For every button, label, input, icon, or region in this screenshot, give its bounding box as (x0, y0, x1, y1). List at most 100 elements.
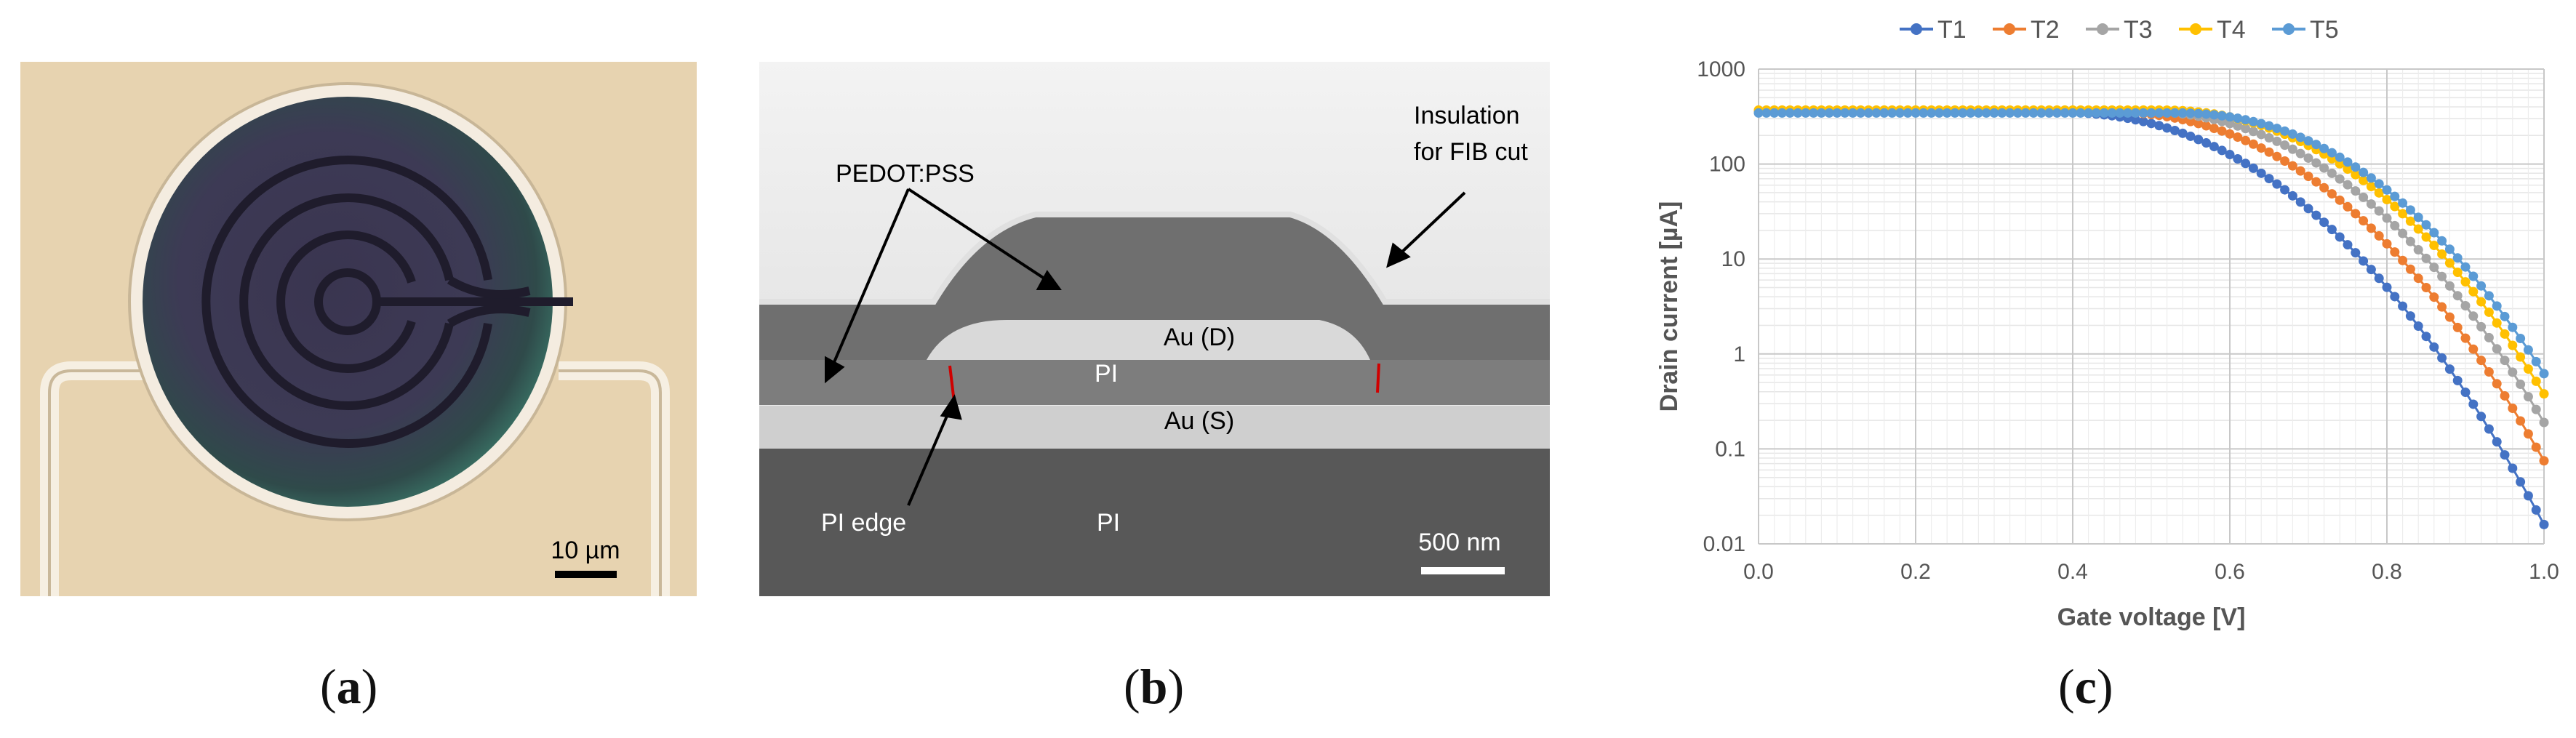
data-point (2452, 375, 2463, 385)
data-point (2233, 113, 2243, 124)
data-point (2241, 124, 2251, 134)
data-point (2241, 159, 2251, 169)
label-pi-bottom: PI (1097, 509, 1120, 537)
data-point (2319, 143, 2329, 153)
legend-item-T1: T1 (1900, 16, 1967, 44)
data-point (2484, 367, 2494, 377)
data-point (2264, 133, 2274, 143)
legend-label: T3 (2124, 16, 2153, 44)
data-point (2413, 212, 2423, 222)
data-point (2492, 437, 2502, 447)
data-point (2123, 108, 2133, 118)
data-point (2044, 108, 2055, 118)
data-point (2398, 198, 2408, 208)
data-point (2068, 108, 2078, 118)
caption-c: (c) (2058, 659, 2113, 714)
data-point (2335, 152, 2345, 162)
legend-marker (2004, 23, 2015, 35)
data-point (2359, 192, 2369, 202)
data-point (2303, 171, 2313, 181)
data-point (2476, 281, 2487, 291)
panel-a: 10 µm (20, 62, 697, 596)
data-point (1966, 108, 1976, 118)
data-point (1911, 108, 1921, 118)
data-point (2405, 264, 2415, 274)
data-point (2500, 311, 2510, 321)
data-point (2508, 367, 2518, 377)
scale-bar-b (1421, 567, 1505, 574)
data-point (2225, 150, 2235, 160)
data-point (2500, 356, 2510, 366)
label-au-s: Au (S) (1164, 407, 1234, 435)
data-point (2460, 333, 2471, 343)
data-point (2444, 244, 2455, 254)
legend-marker (1911, 23, 1922, 35)
data-point (2429, 342, 2439, 352)
data-point (2508, 322, 2518, 332)
label-pi-edge: PI edge (821, 509, 906, 537)
data-point (2335, 195, 2345, 205)
data-point (2492, 318, 2502, 328)
data-point (2468, 399, 2479, 409)
data-point (2185, 131, 2196, 141)
data-point (2201, 121, 2212, 131)
data-point (2272, 124, 2282, 134)
data-point (2444, 258, 2455, 268)
legend-item-T5: T5 (2272, 16, 2339, 44)
data-point (2233, 154, 2243, 164)
data-point (2437, 236, 2447, 246)
data-point (2335, 232, 2345, 242)
data-point (2327, 189, 2337, 199)
data-point (2130, 115, 2140, 125)
data-point (2256, 129, 2266, 140)
data-point (2185, 108, 2196, 119)
data-point (2327, 168, 2337, 178)
legend-label: T1 (1937, 16, 1967, 44)
data-point (2429, 262, 2439, 273)
data-point (2437, 353, 2447, 363)
data-point (2217, 126, 2227, 136)
data-point (2374, 230, 2384, 241)
data-point (2060, 108, 2070, 118)
y-tick-label: 10 (1721, 247, 1745, 271)
data-point (2468, 344, 2479, 354)
data-point (1777, 108, 1787, 118)
data-point (2287, 144, 2297, 154)
data-point (1981, 108, 1991, 118)
data-point (2476, 297, 2487, 307)
data-point (2484, 332, 2494, 342)
data-point (2413, 273, 2423, 284)
data-point (2405, 311, 2415, 321)
caption-b: (b) (1124, 659, 1185, 714)
data-point (2335, 159, 2345, 169)
data-point (1753, 108, 1764, 118)
data-point (2303, 153, 2313, 163)
data-point (1927, 108, 1937, 118)
data-point (2248, 139, 2258, 149)
data-point (2516, 416, 2526, 426)
data-point (2374, 273, 2384, 284)
data-point (2429, 241, 2439, 251)
data-point (2508, 404, 2518, 414)
data-point (2162, 108, 2172, 118)
data-point (2359, 256, 2369, 266)
data-point (2264, 121, 2274, 131)
label-au-d: Au (D) (1164, 324, 1235, 351)
data-point (1934, 108, 1944, 118)
data-point (2539, 417, 2549, 428)
data-point (2272, 151, 2282, 161)
legend-item-T4: T4 (2179, 16, 2246, 44)
data-point (2351, 209, 2361, 219)
legend-marker (2190, 23, 2201, 35)
data-point (2248, 116, 2258, 127)
data-point (2351, 162, 2361, 172)
data-point (2311, 210, 2321, 220)
data-point (2280, 126, 2290, 136)
data-point (2359, 167, 2369, 177)
data-point (2429, 292, 2439, 302)
data-point (2444, 281, 2455, 291)
data-point (2398, 255, 2408, 265)
data-point (2366, 199, 2376, 209)
data-point (2398, 301, 2408, 311)
scale-label-b: 500 nm (1418, 529, 1500, 556)
